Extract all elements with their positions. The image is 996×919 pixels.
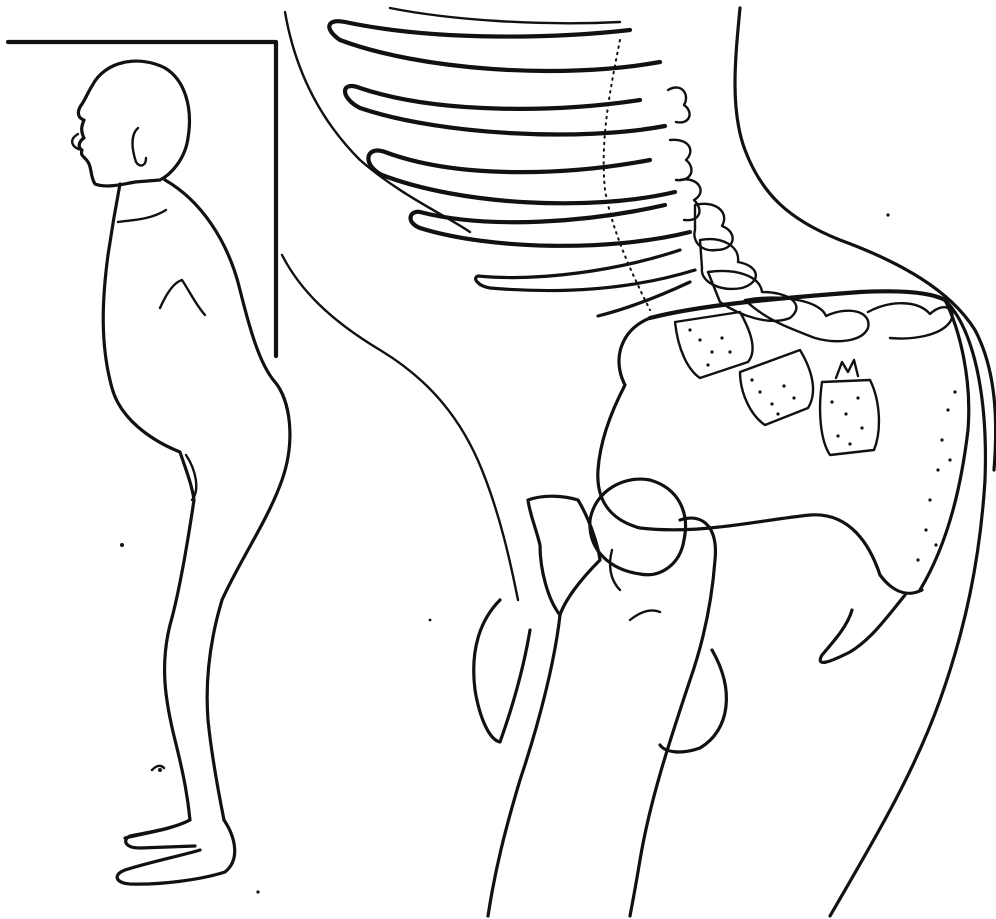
inset-frame [8,42,276,356]
iliac-stipple [916,390,956,561]
femur-neck-line [610,550,620,590]
rib-2 [345,86,665,134]
posture-inset [8,42,290,884]
body-back-outline [165,180,290,820]
anterior-body-outline [285,12,470,232]
knee-mark [152,766,164,770]
vertebra-l3 [708,271,796,321]
vertebra-t3 [680,179,701,220]
vertebra-t2 [670,140,691,180]
rib-cage [329,8,695,316]
ear [133,128,147,165]
abdominal-wall-outline [282,255,518,600]
gluteal-outline [830,300,985,916]
vertebra-t1 [668,88,690,123]
sacral-spine-tip [836,360,858,378]
ilium-posterior-border [920,300,969,590]
front-foot [117,820,235,884]
vertebra-l5 [868,303,952,338]
rib-4 [411,205,690,246]
ilium-outline [598,318,922,593]
vertebral-column [668,88,952,342]
rib-1 [329,21,660,71]
spine-pelvis-detail [282,8,996,916]
ischium-outline [820,595,905,662]
greater-trochanter [528,496,600,615]
rib-top-faint [390,8,620,23]
femur-shaft-back [630,518,715,916]
posterior-body-outline [735,8,996,470]
head-outline [78,61,189,186]
arm-crease [160,280,205,315]
sacral-body-1 [675,312,753,378]
sacrum [675,312,879,455]
costal-margin-dotted [604,40,650,310]
shoulder-line [118,210,166,222]
lesser-trochanter [474,600,530,742]
print-specks [120,213,890,893]
rib-3 [368,151,675,204]
rear-foot [126,820,195,848]
body-front-outline [103,184,194,838]
sacral-stipple [688,328,863,445]
femur-inner-line [630,610,660,620]
iliac-crest-line [650,291,945,318]
rib-5 [476,250,695,291]
